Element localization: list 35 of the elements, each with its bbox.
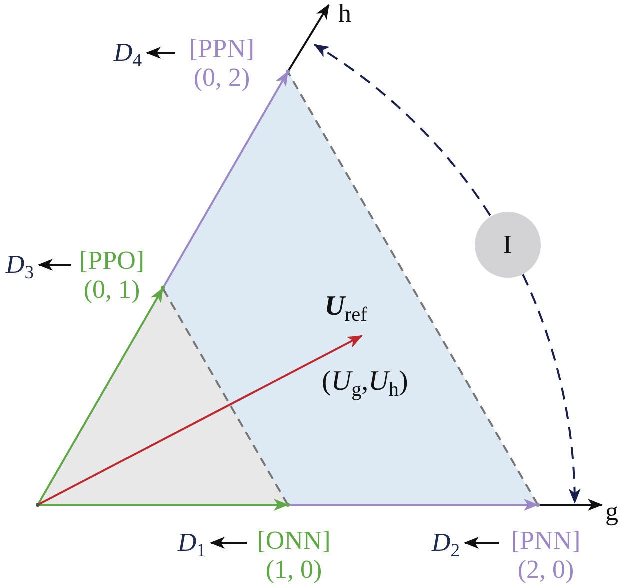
- switch-state-label: [PPO]: [78, 246, 146, 275]
- vertex-point: [286, 70, 290, 74]
- switch-state-label: [ONN]: [256, 526, 332, 555]
- arrow: [464, 537, 499, 549]
- vector-label: U$_{ref}$: [318, 290, 374, 324]
- rotation-arrow: [522, 274, 581, 504]
- vector-name: D$_{4}$: [110, 38, 146, 67]
- vector-arrow: [37, 288, 164, 506]
- switch-state-label: [PNN]: [510, 526, 582, 555]
- coordinate-label: (U$_{g}$,U$_{h}$): [322, 366, 408, 398]
- vector-name: D$_{1}$: [174, 528, 210, 557]
- arrow: [538, 499, 603, 511]
- vector-arrow: [162, 71, 289, 289]
- coordinate-label: (2, 0): [516, 555, 576, 584]
- vector-arrow: [288, 499, 539, 511]
- coordinate-label: (1, 0): [264, 555, 324, 584]
- switch-state-label: [PPN]: [188, 34, 256, 63]
- vertex-point: [536, 503, 540, 507]
- rotation-arrow: [314, 44, 492, 216]
- vector-name: D$_{3}$: [2, 250, 38, 279]
- arrow: [38, 259, 71, 271]
- axis-label: h: [334, 0, 356, 28]
- axis-label: g: [602, 497, 622, 526]
- sector-marker: I: [474, 212, 541, 278]
- vector-name: D$_{2}$: [428, 528, 464, 557]
- arrow: [146, 47, 175, 59]
- vector-arrow: [38, 499, 289, 511]
- vertex-point: [161, 286, 165, 290]
- arrow: [287, 4, 330, 72]
- arrow: [38, 335, 363, 506]
- arrow: [210, 537, 247, 549]
- vertex-point: [36, 503, 40, 507]
- coordinate-label: (0, 2): [192, 63, 252, 92]
- coordinate-label: (0, 1): [82, 275, 142, 304]
- vertex-point: [286, 503, 290, 507]
